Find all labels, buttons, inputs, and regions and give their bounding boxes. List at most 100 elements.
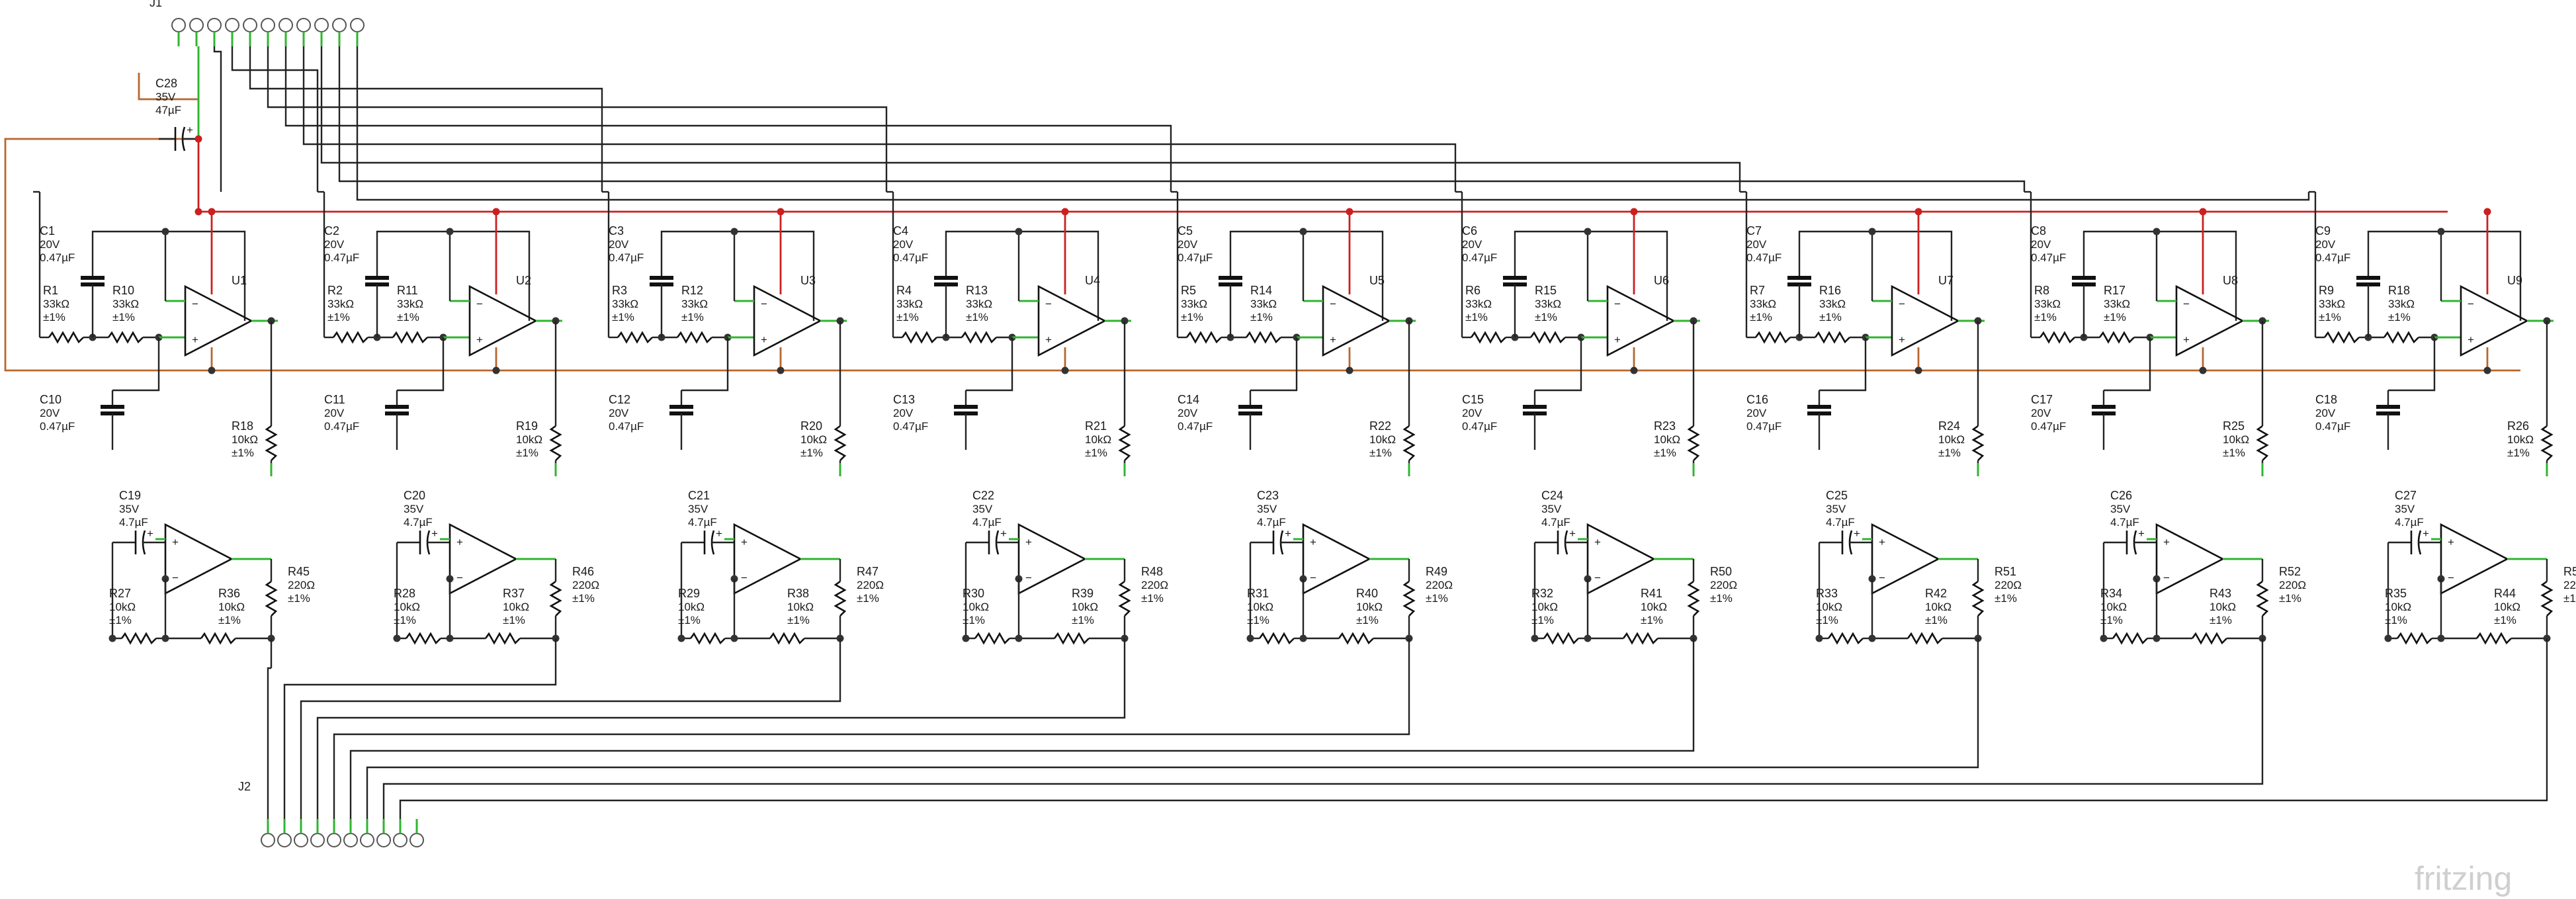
- cb-ref: C14: [1178, 393, 1199, 406]
- rg-ref: R29: [678, 587, 700, 600]
- cc-voltage: 35V: [1257, 503, 1277, 515]
- ra-ref: R5: [1181, 284, 1196, 297]
- wire: [2104, 337, 2151, 392]
- u-label: U9: [2507, 274, 2522, 287]
- j1-label: J1: [150, 0, 162, 9]
- rb-value: 33kΩ: [2388, 298, 2415, 310]
- cap-ca: [650, 258, 673, 304]
- stage-1: −+U1++−C120V0.47µFR133kΩ±1%R1033kΩ±1%C10…: [33, 191, 315, 668]
- rf-ref: R21: [1085, 419, 1107, 433]
- j2-pin: [327, 833, 341, 847]
- cc-ref: C20: [404, 489, 425, 502]
- polarity-mark: +: [147, 527, 153, 540]
- resistor-zigzag: [2098, 331, 2135, 344]
- rb-value: 33kΩ: [1819, 298, 1846, 310]
- opamp-u: −+: [1322, 284, 1391, 357]
- rg-value: 10kΩ: [963, 601, 989, 613]
- r-gain-b: [165, 632, 271, 645]
- resistor-zigzag: [1402, 425, 1416, 461]
- opamp-minus: −: [1614, 298, 1621, 310]
- stage-2: −+U2++−C220V0.47µFR233kΩ±1%R1133kΩ±1%C11…: [318, 191, 599, 668]
- opamp-minus: +: [2448, 536, 2454, 548]
- wire: [397, 337, 445, 392]
- u-label: U1: [232, 274, 247, 287]
- stage-5: −+U5++−C520V0.47µFR533kΩ±1%R1433kΩ±1%C14…: [1171, 191, 1453, 668]
- cap-cb: [669, 390, 693, 430]
- junction-dot: [730, 228, 738, 235]
- ca-ref: C5: [1178, 224, 1193, 237]
- junction-dot: [730, 634, 738, 642]
- input-bus-wire: [267, 46, 888, 192]
- ca-voltage: 20V: [2031, 238, 2051, 251]
- stages: +C2835V47µF−+U1++−C120V0.47µFR133kΩ±1%R1…: [33, 77, 2576, 668]
- rb-value: 33kΩ: [966, 298, 992, 310]
- opamp-minus: −: [1899, 298, 1905, 310]
- rf-tol: ±1%: [1654, 447, 1676, 459]
- resistor-zigzag: [2475, 632, 2512, 645]
- rh-value: 10kΩ: [787, 601, 814, 613]
- resistor-zigzag: [2256, 580, 2269, 617]
- opamp-triangle: [1017, 523, 1087, 595]
- opamp-plus: +: [1614, 333, 1621, 346]
- resistor-zigzag: [1687, 425, 1700, 461]
- resistor-zigzag: [689, 632, 726, 645]
- ra-tol: ±1%: [1750, 311, 1772, 323]
- cb-voltage: 20V: [1746, 407, 1767, 419]
- opamp-second: +−: [1017, 523, 1087, 595]
- cc-voltage: 35V: [2395, 503, 2415, 515]
- ro-value: 220Ω: [288, 579, 315, 591]
- cc-ref: C25: [1826, 489, 1848, 502]
- junction-dot: [1584, 634, 1592, 642]
- r-gain-b: [1588, 632, 1694, 645]
- rg-tol: ±1%: [963, 614, 985, 626]
- rg-ref: R32: [1531, 587, 1553, 600]
- opamp-triangle: [2175, 284, 2245, 357]
- j2-pin: [360, 833, 374, 847]
- input-bus-wire: [213, 46, 222, 192]
- cc-ref: C19: [119, 489, 141, 502]
- rf-value: 10kΩ: [232, 433, 258, 446]
- rg-tol: ±1%: [2100, 614, 2123, 626]
- u-label: U2: [516, 274, 531, 287]
- opamp-minus: −: [1330, 298, 1336, 310]
- cb-voltage: 20V: [2315, 407, 2336, 419]
- opamp-plus: +: [192, 333, 198, 346]
- resistor-zigzag: [1402, 580, 1416, 617]
- ca-voltage: 20V: [893, 238, 914, 251]
- resistor-zigzag: [1754, 331, 1791, 344]
- j2-pin: [310, 833, 325, 847]
- ra-tol: ±1%: [2034, 311, 2057, 323]
- rh-value: 10kΩ: [218, 601, 245, 613]
- rg-tol: ±1%: [2385, 614, 2407, 626]
- junction-dot: [208, 208, 216, 216]
- cap-cc: +: [397, 527, 450, 555]
- rb-tol: ±1%: [2104, 311, 2126, 323]
- opamp-second: +−: [1302, 523, 1371, 595]
- ca-ref: C2: [324, 224, 339, 237]
- cap-cb: [1807, 390, 1831, 430]
- junction-dot: [2153, 228, 2161, 235]
- c28-capacitor: +: [159, 124, 198, 151]
- r-gain-a: [1819, 632, 1872, 645]
- rf-tol: ±1%: [516, 447, 538, 459]
- c28-voltage: 35V: [155, 91, 176, 103]
- ro-ref: R47: [857, 565, 879, 578]
- cap-ca: [1219, 258, 1242, 304]
- r-gain-a: [2104, 632, 2157, 645]
- resistor-zigzag: [1687, 580, 1700, 617]
- ro-value: 220Ω: [1141, 579, 1168, 591]
- cc-capacitance: 4.7µF: [1826, 516, 1855, 529]
- opamp-triangle: [1891, 284, 1960, 357]
- resistor-zigzag: [48, 331, 84, 344]
- c28-ref: C28: [155, 77, 177, 90]
- ro-tol: ±1%: [1995, 592, 2017, 605]
- resistor-zigzag: [1543, 632, 1579, 645]
- rh-ref: R36: [218, 587, 240, 600]
- junction-dot: [1914, 208, 1922, 216]
- ra-value: 33kΩ: [327, 298, 354, 310]
- output-bus-wire: [333, 668, 1410, 819]
- r-output: [1118, 559, 1131, 638]
- opamp-plus: +: [2183, 333, 2190, 346]
- ro-value: 220Ω: [1426, 579, 1453, 591]
- cap-ca: [81, 258, 105, 304]
